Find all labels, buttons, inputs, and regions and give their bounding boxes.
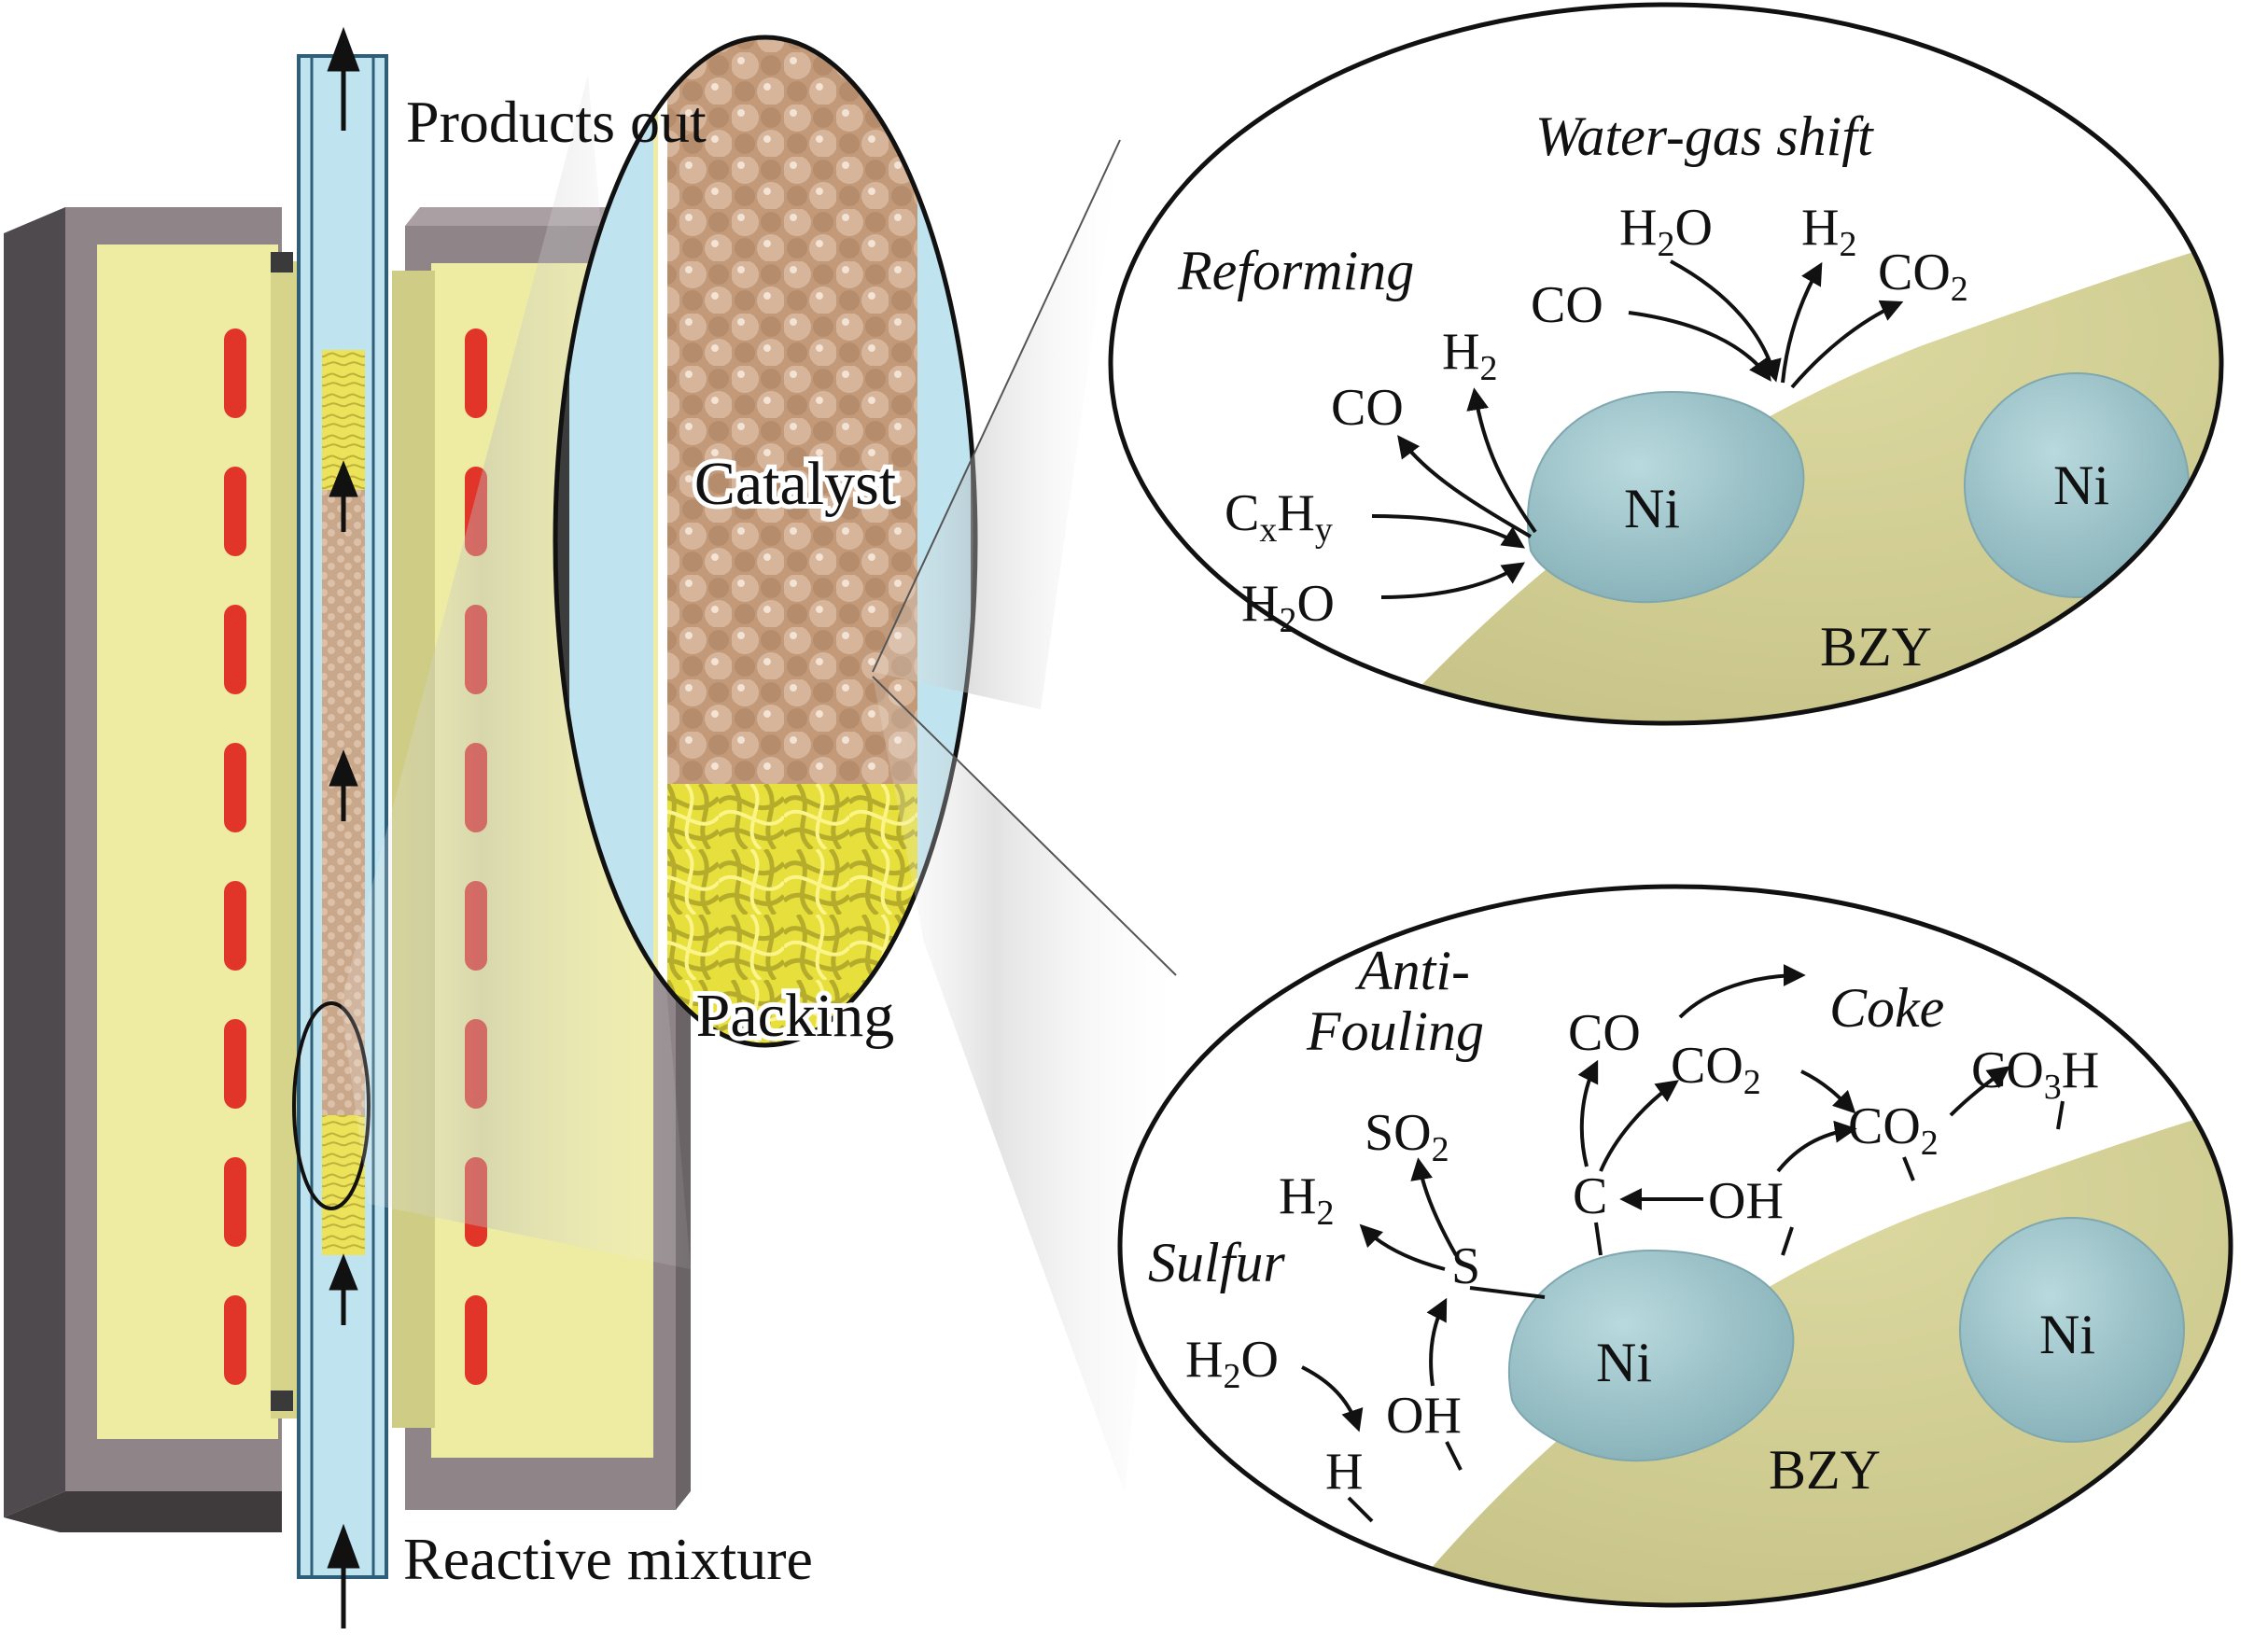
co2-product-wgs: CO2	[1878, 244, 1968, 309]
ni-label-4: Ni	[2039, 1304, 2095, 1365]
oh-species-1: OH	[1708, 1172, 1784, 1230]
bzy-label-2: BZY	[1769, 1439, 1881, 1501]
ni-label-1: Ni	[1624, 478, 1680, 539]
arrow-co-to-wgs	[1628, 311, 1771, 382]
arrow-wgs-to-h2	[1781, 261, 1823, 384]
arrow-h2o-to-h	[1301, 1365, 1364, 1432]
co-product: CO	[1331, 379, 1404, 437]
h2o-species: H2O	[1185, 1331, 1279, 1396]
bottom-detail-ellipse	[1117, 884, 2233, 1608]
bottom-reactions: Anti- Fouling Coke Sulfur CO CO2 CO2 CO3…	[1148, 940, 2099, 1523]
h2-product-wgs: H2	[1801, 199, 1856, 264]
h2-product: H2	[1442, 323, 1497, 388]
anti-fouling-label-2: Fouling	[1306, 1000, 1484, 1062]
oh-species-2: OH	[1386, 1387, 1462, 1445]
co2-species-2: CO2	[1848, 1097, 1939, 1163]
zoom-cone-3	[873, 677, 1176, 1493]
products-out-label: Products out	[406, 89, 707, 155]
arrow-h2o-to-wgs	[1670, 259, 1782, 383]
s-species: S	[1451, 1237, 1480, 1295]
co2-species-1: CO2	[1671, 1037, 1761, 1102]
top-reactions: Reforming Water-gas shift CxHy H2O CO H2…	[1177, 105, 2109, 678]
reactive-mixture-label: Reactive mixture	[403, 1526, 813, 1592]
arrow-co2-to-co2	[1800, 1069, 1856, 1114]
h2o-reactant: H2O	[1241, 575, 1335, 640]
co-species: CO	[1568, 1004, 1641, 1062]
so2-species: SO2	[1365, 1104, 1449, 1169]
arrow-s-to-so2	[1410, 1157, 1458, 1256]
packing-label: Packing	[696, 982, 895, 1050]
water-gas-shift-label: Water-gas shift	[1535, 105, 1874, 167]
arrow-c-to-co	[1577, 1059, 1599, 1167]
bzy-support	[1381, 233, 2221, 723]
ni-particle-1	[1507, 1249, 1795, 1462]
arrow-wgs-to-co2	[1790, 300, 1904, 389]
arrow-h2o-to-ni	[1380, 562, 1525, 599]
arrow-c-to-co2	[1599, 1080, 1679, 1172]
arrow-oh-to-s	[1426, 1297, 1448, 1387]
catalyst-beads	[667, 37, 917, 784]
ni-particle-1	[1526, 390, 1805, 604]
arrow-oh-to-co2	[1776, 1120, 1857, 1173]
arrow-ni-to-co	[1397, 435, 1533, 538]
anti-fouling-label-1: Anti-	[1354, 940, 1470, 1001]
bzy-label-1: BZY	[1820, 616, 1932, 678]
flow-arrows	[327, 26, 360, 1628]
h2o-reactant-wgs: H2O	[1619, 199, 1713, 264]
ni-label-3: Ni	[1596, 1332, 1652, 1393]
c-species: C	[1573, 1167, 1607, 1225]
top-detail-ellipse	[1108, 2, 2224, 726]
insulation-left	[97, 245, 278, 1439]
arrow-co-to-co2-top	[1678, 964, 1806, 1019]
sulfur-label: Sulfur	[1148, 1232, 1285, 1293]
co-reactant-wgs: CO	[1531, 276, 1603, 334]
zoom-line	[872, 139, 1121, 673]
arrow-s-to-h2	[1359, 1223, 1446, 1271]
ni-particle-2	[1959, 1217, 2185, 1443]
arrow-co2-to-co3h	[1949, 1066, 2010, 1117]
arrow-cxhy-to-ni	[1371, 514, 1525, 549]
reforming-label: Reforming	[1177, 240, 1414, 301]
furnace-left-half	[4, 207, 308, 1532]
co3h-species: CO3H	[1971, 1041, 2099, 1107]
packing-section-bottom	[322, 1115, 365, 1255]
zoom-line	[872, 676, 1177, 976]
arrow-ni-to-h2	[1466, 387, 1537, 534]
h2-species: H2	[1279, 1167, 1334, 1233]
coke-label: Coke	[1829, 977, 1944, 1039]
catalyst-label: Catalyst	[694, 450, 896, 518]
cxhy-species: CxHy	[1225, 484, 1333, 550]
ni-label-2: Ni	[2053, 454, 2109, 516]
zoom-cone-2	[873, 140, 1120, 709]
h-species: H	[1325, 1443, 1363, 1501]
